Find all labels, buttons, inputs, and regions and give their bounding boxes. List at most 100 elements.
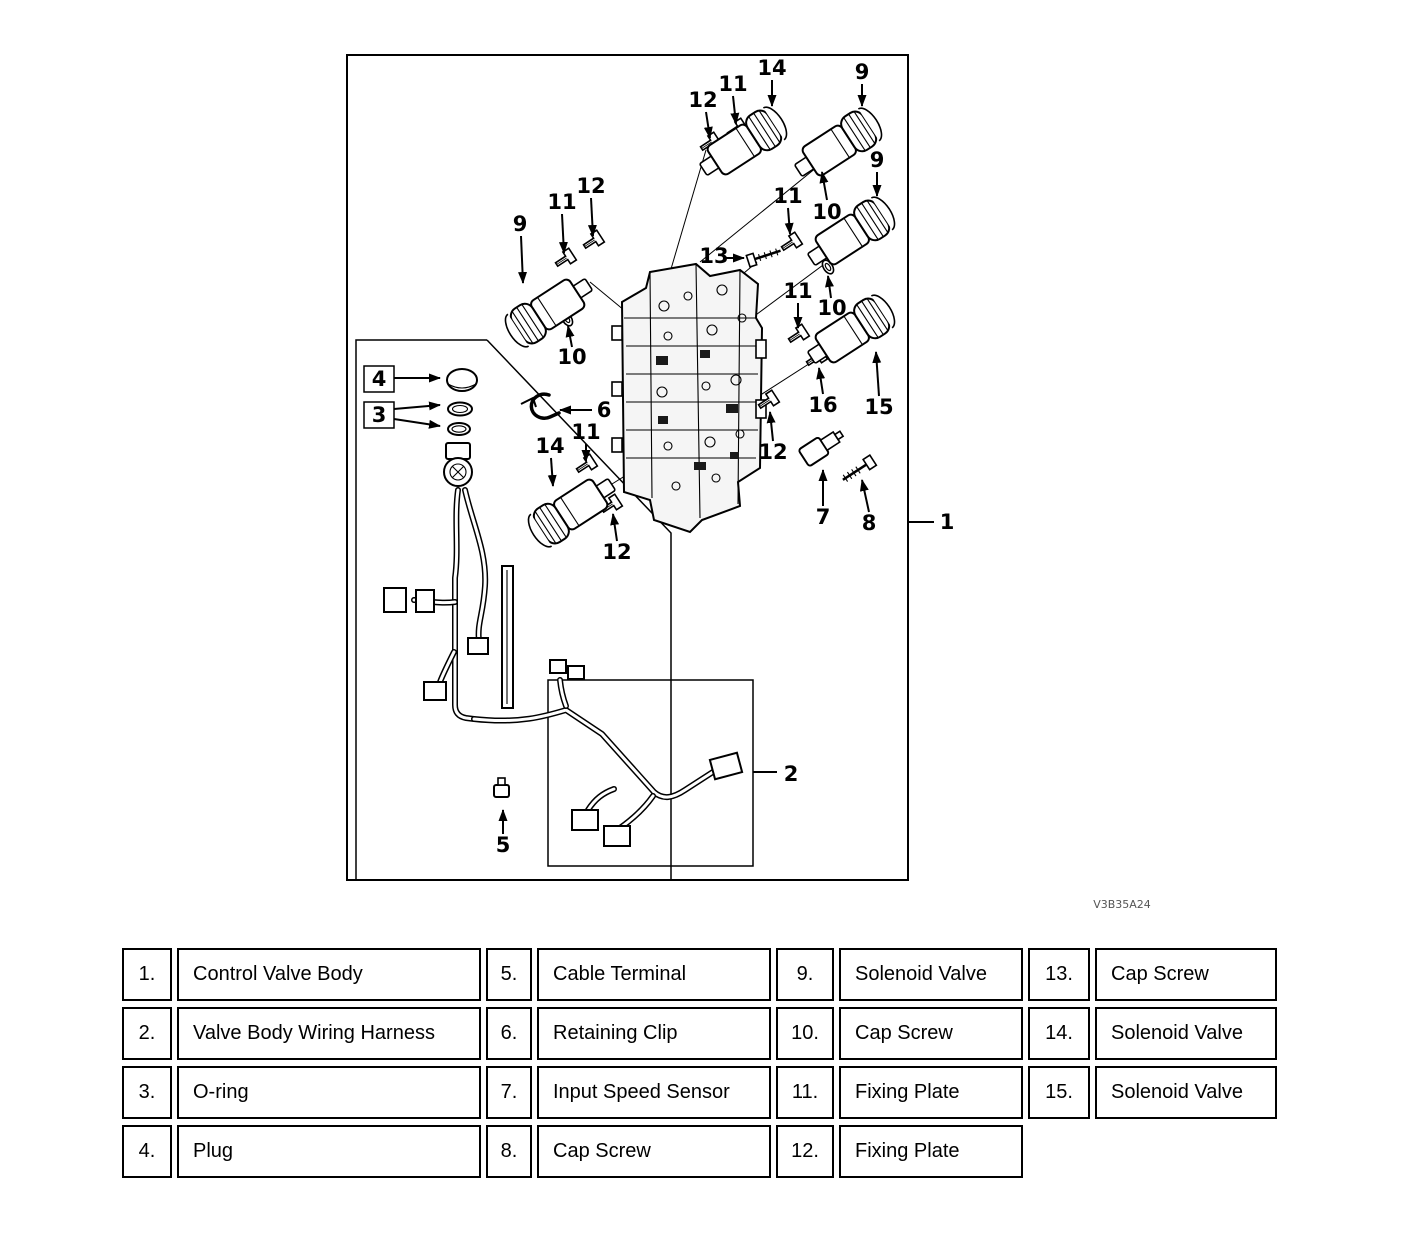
callout-label: 10 <box>812 200 841 224</box>
legend-row: 2. Valve Body Wiring Harness 6. Retainin… <box>122 1007 1277 1060</box>
solenoid-valve-15 <box>799 289 902 376</box>
callout-arrow <box>587 197 597 237</box>
control-valve-body <box>611 262 767 534</box>
legend-label: Plug <box>177 1125 481 1178</box>
callout-label: 12 <box>602 540 631 564</box>
callout-label: 11 <box>783 279 812 303</box>
legend-label: Control Valve Body <box>177 948 481 1001</box>
callout-label: 16 <box>808 393 837 417</box>
callout-arrow <box>393 401 441 411</box>
callout-label: 2 <box>784 762 799 786</box>
o-rings <box>447 401 473 436</box>
plug <box>446 368 478 392</box>
callout-arrow <box>872 351 882 397</box>
cap-screw-8 <box>842 454 878 482</box>
parts-legend-table: 1. Control Valve Body 5. Cable Terminal … <box>117 942 1282 1184</box>
solenoid-valve-9-top <box>786 102 889 189</box>
legend-empty-cell <box>1028 1125 1090 1178</box>
input-speed-sensor <box>798 430 845 467</box>
callout-label: 13 <box>699 244 728 268</box>
callout-arrow <box>518 235 528 284</box>
callout-label: 4 <box>372 367 387 391</box>
figure-border <box>346 54 909 881</box>
legend-num: 6. <box>486 1007 532 1060</box>
callout-label: 12 <box>688 88 717 112</box>
callout-arrow <box>558 213 568 254</box>
harness-connector <box>383 587 407 613</box>
legend-num: 11. <box>776 1066 834 1119</box>
legend-label: Cap Screw <box>537 1125 771 1178</box>
callout-arrow <box>730 95 740 125</box>
callout-arrow <box>703 111 713 139</box>
exploded-view-diagram: 12 11 14 9 9 11 10 9 11 12 13 11 10 10 4… <box>346 54 1151 911</box>
callout-arrow <box>547 457 557 487</box>
legend-label: Valve Body Wiring Harness <box>177 1007 481 1060</box>
legend-label: Cable Terminal <box>537 948 771 1001</box>
legend-num: 4. <box>122 1125 172 1178</box>
callout-label: 11 <box>718 72 747 96</box>
figure-code-watermark: V3B35A24 <box>1093 898 1151 911</box>
callout-label: 3 <box>372 403 387 427</box>
callout-label: 12 <box>758 440 787 464</box>
callout-arrow <box>816 367 826 395</box>
callout-label: 5 <box>496 833 511 857</box>
callout-label: 14 <box>535 434 564 458</box>
legend-num: 1. <box>122 948 172 1001</box>
callout-label: 7 <box>816 505 831 529</box>
callout-label: 10 <box>817 296 846 320</box>
callout-label: 11 <box>773 184 802 208</box>
callout-box <box>363 401 395 429</box>
legend-label: Cap Screw <box>839 1007 1023 1060</box>
legend-row: 4. Plug 8. Cap Screw 12. Fixing Plate <box>122 1125 1277 1178</box>
harness-connector <box>467 637 489 655</box>
fixing-plate-11 <box>778 231 804 256</box>
solenoid-valve-9-left <box>498 266 601 353</box>
assembly-axis <box>665 149 707 287</box>
legend-label: O-ring <box>177 1066 481 1119</box>
valve-body-wiring-harness <box>383 442 744 847</box>
harness-connector <box>549 659 567 674</box>
callout-arrow <box>610 513 620 542</box>
legend-num: 8. <box>486 1125 532 1178</box>
legend-label: Solenoid Valve <box>1095 1066 1277 1119</box>
harness-area-border-left <box>355 339 487 880</box>
callout-label: 11 <box>547 190 576 214</box>
legend-row: 1. Control Valve Body 5. Cable Terminal … <box>122 948 1277 1001</box>
callout-label: 9 <box>513 212 528 236</box>
legend-num: 15. <box>1028 1066 1090 1119</box>
legend-row: 3. O-ring 7. Input Speed Sensor 11. Fixi… <box>122 1066 1277 1119</box>
legend-num: 7. <box>486 1066 532 1119</box>
callout-arrow <box>766 411 776 442</box>
callout-label: 9 <box>870 148 885 172</box>
callout-label: 6 <box>597 398 612 422</box>
callout-label: 8 <box>862 511 877 535</box>
legend-num: 14. <box>1028 1007 1090 1060</box>
callout-label: 15 <box>864 395 893 419</box>
legend-num: 5. <box>486 948 532 1001</box>
legend-num: 10. <box>776 1007 834 1060</box>
callout-label: 14 <box>757 56 786 80</box>
callout-label: 10 <box>557 345 586 369</box>
legend-label: Fixing Plate <box>839 1066 1023 1119</box>
cable-terminal <box>493 777 510 798</box>
callout-arrow <box>825 275 834 299</box>
harness-connector <box>603 825 631 847</box>
legend-label: Fixing Plate <box>839 1125 1023 1178</box>
callout-arrow <box>859 479 870 513</box>
harness-connector <box>415 589 435 613</box>
legend-label: Solenoid Valve <box>1095 1007 1277 1060</box>
callout-label: 9 <box>855 60 870 84</box>
legend-label: Cap Screw <box>1095 948 1277 1001</box>
harness-connector <box>423 681 447 701</box>
legend-label: Input Speed Sensor <box>537 1066 771 1119</box>
callout-label: 12 <box>576 174 605 198</box>
cap-screw-13 <box>745 248 781 268</box>
legend-num: 13. <box>1028 948 1090 1001</box>
legend-num: 9. <box>776 948 834 1001</box>
legend-num: 3. <box>122 1066 172 1119</box>
callout-label: 1 <box>940 510 955 534</box>
legend-empty-cell <box>1095 1125 1277 1178</box>
harness-connector <box>708 751 744 781</box>
callout-label: 11 <box>571 420 600 444</box>
